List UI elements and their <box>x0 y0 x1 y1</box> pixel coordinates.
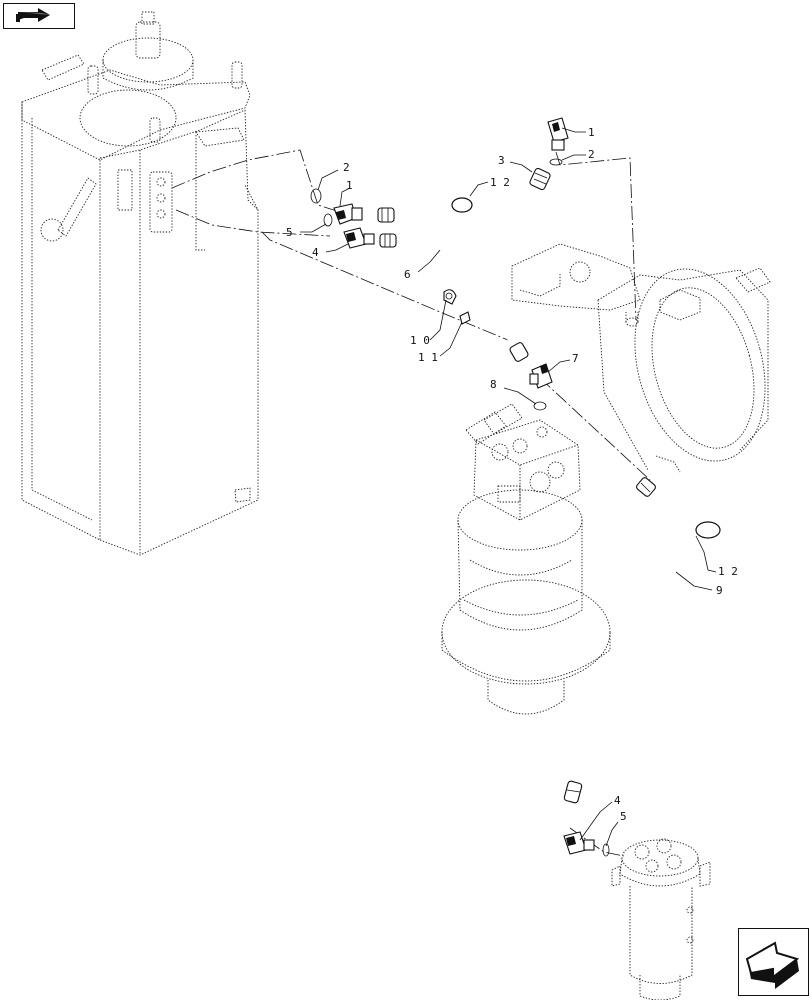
callout-1-top: 1 <box>588 126 595 139</box>
callout-5-upper: 5 <box>286 226 293 239</box>
hose-6 <box>379 233 529 362</box>
callout-12-upper: 1 2 <box>490 176 510 189</box>
elbow-fitting-1-left <box>333 203 363 225</box>
callout-6: 6 <box>404 268 411 281</box>
hydraulic-tank <box>21 11 259 556</box>
bolt-11 <box>459 311 471 325</box>
previous-page-button[interactable] <box>3 3 75 29</box>
assembly-center-lines <box>171 149 651 857</box>
next-page-button[interactable] <box>738 928 809 996</box>
tee-fitting-7 <box>529 363 553 389</box>
callout-2-top: 2 <box>588 148 595 161</box>
callout-11: 1 1 <box>418 351 438 364</box>
swing-motor <box>441 403 611 715</box>
o-ring-12-upper <box>451 197 473 213</box>
o-ring-12-lower <box>695 521 721 539</box>
callout-8: 8 <box>490 378 497 391</box>
arrow-right-icon <box>745 941 800 989</box>
callout-4-lower: 4 <box>614 794 621 807</box>
o-ring-5-lower <box>602 843 610 857</box>
callout-9: 9 <box>716 584 723 597</box>
o-ring-8 <box>533 401 547 411</box>
hose-3 <box>377 167 551 260</box>
callout-10: 1 0 <box>410 334 430 347</box>
o-ring-5-upper <box>323 213 333 227</box>
callout-7: 7 <box>572 352 579 365</box>
callout-3: 3 <box>498 154 505 167</box>
callout-4-upper: 4 <box>312 246 319 259</box>
elbow-fitting-4-upper <box>343 227 375 249</box>
elbow-fitting-1-top <box>547 117 569 151</box>
o-ring-2-top <box>549 158 563 166</box>
callout-labels: 1 2 3 1 2 2 1 5 4 6 1 0 1 1 7 8 1 2 9 4 … <box>286 126 738 823</box>
o-ring-2-left <box>310 188 322 204</box>
callout-1-left: 1 <box>346 179 353 192</box>
callout-12-lower: 1 2 <box>718 565 738 578</box>
callout-5-lower: 5 <box>620 810 627 823</box>
clamp-10 <box>443 289 457 305</box>
hose-9 <box>563 477 676 804</box>
elbow-fitting-4-lower <box>563 831 595 855</box>
center-joint <box>611 838 711 1001</box>
travel-motor-housing <box>511 243 771 473</box>
leader-lines <box>300 127 717 847</box>
callout-2-left: 2 <box>343 161 350 174</box>
arrow-left-icon <box>16 8 50 22</box>
